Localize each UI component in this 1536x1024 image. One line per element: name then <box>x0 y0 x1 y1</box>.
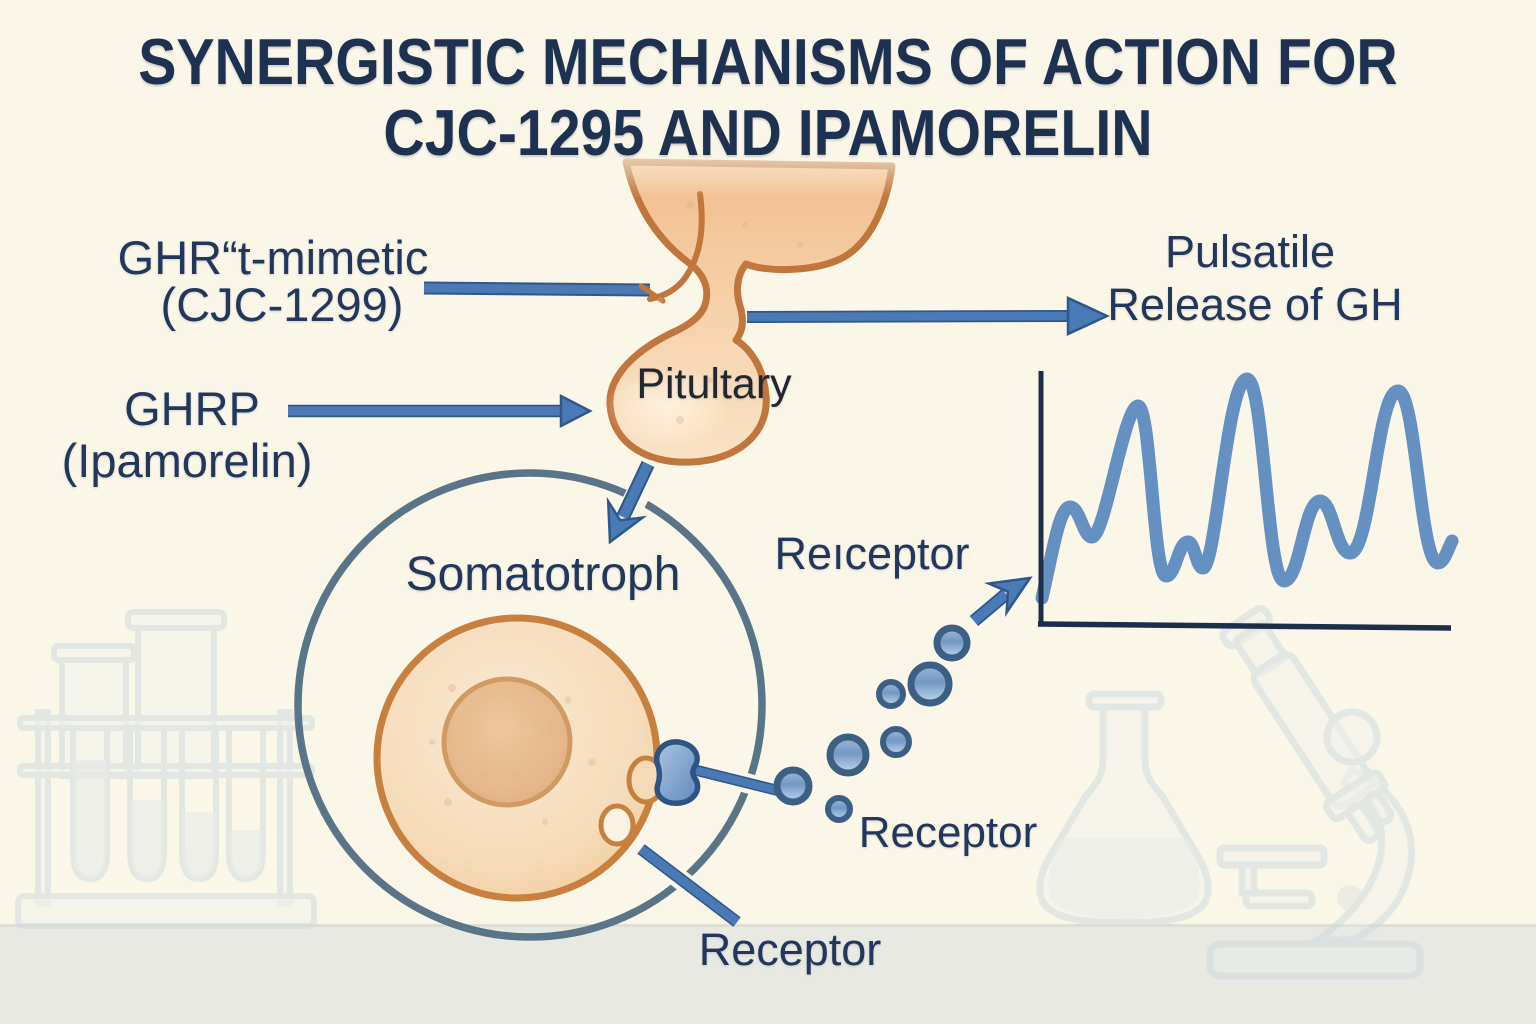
vesicle-dot <box>773 766 813 806</box>
title-line-1: SYNERGISTIC MECHANISMS OF ACTION FOR <box>138 25 1398 98</box>
cell-nucleus <box>441 676 573 808</box>
pulsatile-label-line2: Release of GH <box>1107 279 1403 330</box>
flow-arrows <box>288 393 1033 927</box>
gh-vesicle-dots <box>773 624 971 823</box>
pulse-curve <box>1035 372 1459 605</box>
receptor-pointer-line <box>638 845 740 926</box>
vesicle-dot <box>933 624 971 662</box>
pulsatile-label-line1: Pulsatile <box>1164 226 1336 277</box>
gh-release-arrowhead <box>1066 296 1110 336</box>
vesicle-dot <box>907 661 953 707</box>
vesicle-dot <box>826 733 870 777</box>
down-arrow-line <box>618 461 653 520</box>
gland-bulb-highlight <box>606 364 730 448</box>
gh-release-line <box>746 311 1071 322</box>
ghrh-arrow-line <box>423 283 651 295</box>
receptor-label-bottom: Receptor <box>698 924 882 975</box>
chart-x-axis <box>1037 621 1452 631</box>
connector-lines <box>423 281 1110 336</box>
pituitary-gland <box>590 138 920 466</box>
receptor-label-middle: Receptor <box>858 808 1038 857</box>
down-arrowhead <box>606 496 648 545</box>
ghrh-label-line1: GHR“t-mimetic <box>117 231 429 284</box>
flask-icon <box>1036 690 1212 926</box>
receptor-protein <box>653 739 701 806</box>
test-tube-rack-icon <box>15 609 317 929</box>
somatotroph-label: Somatotroph <box>405 548 681 601</box>
membrane-vesicle <box>598 803 636 847</box>
vesicle-dot <box>825 795 853 823</box>
microscope-icon <box>1206 605 1424 980</box>
ghrp-label-line2: (Ipamorelin) <box>61 434 313 487</box>
title-line-2: CJC-1295 AND IPAMORELIN <box>383 96 1153 169</box>
gland-top-fade <box>590 138 920 198</box>
gh-pulse-chart <box>1035 371 1459 631</box>
ghrp-label-line1: GHRP <box>124 382 260 435</box>
gland-fold-line <box>647 191 705 302</box>
up-arrow-line <box>970 590 1010 625</box>
up-arrowhead <box>984 576 1033 617</box>
cell-texture-dots <box>429 684 596 825</box>
gland-texture-dots <box>657 201 803 424</box>
somatotroph-cell <box>373 614 666 902</box>
vesicle-dot <box>876 679 906 709</box>
pituitary-label: Pitultary <box>636 360 792 408</box>
lab-bench-edge <box>0 924 1536 927</box>
ghrp-arrowhead <box>559 393 593 429</box>
gland-fold-tick <box>638 283 666 304</box>
somatotroph-membrane-circle <box>294 469 766 941</box>
ghrh-label-line2: (CJC-1299) <box>160 278 404 331</box>
vesicle-dot <box>880 726 912 758</box>
receptor-label-upper: Reıceptor <box>774 528 970 579</box>
